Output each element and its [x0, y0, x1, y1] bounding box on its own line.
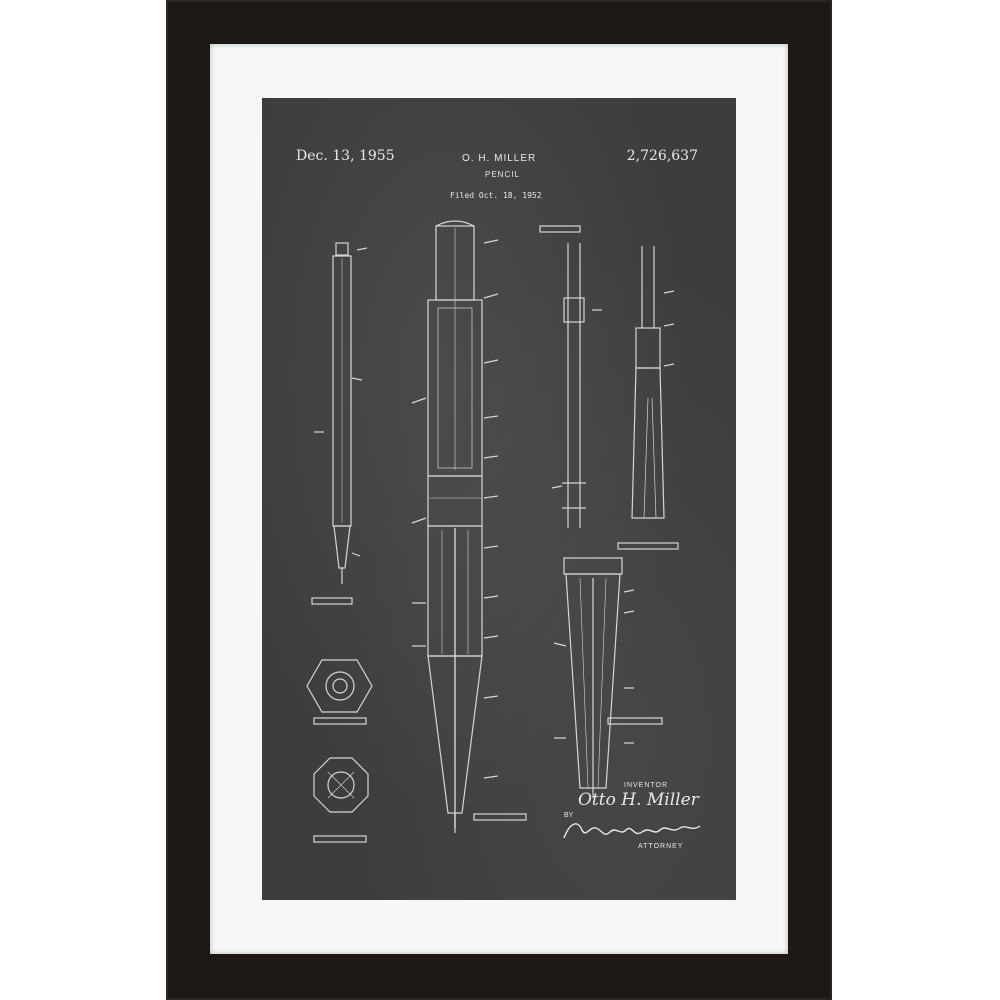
- figure-5-hex-cap: [306, 659, 373, 725]
- figure-2-section: [411, 220, 527, 833]
- chalkboard-patent-print: Dec. 13, 1955 O. H. MILLER PENCIL Filed …: [262, 98, 736, 900]
- inventor-label: INVENTOR: [624, 782, 669, 789]
- figure-7-cone: [553, 557, 663, 798]
- figure-6-section: [313, 757, 369, 843]
- by-label: BY: [564, 812, 574, 819]
- figure-1-pencil: [311, 242, 368, 605]
- inventor-name: Otto H. Miller: [578, 790, 699, 810]
- attorney-label: ATTORNEY: [638, 843, 684, 850]
- patent-title: PENCIL: [485, 170, 520, 179]
- pencil-patent-drawing: [306, 220, 679, 843]
- figure-4-clutch: [617, 246, 679, 550]
- attorney-signature: [563, 823, 701, 839]
- patent-inventor-header: O. H. MILLER: [462, 153, 537, 164]
- patent-date: Dec. 13, 1955: [296, 148, 395, 164]
- patent-number: 2,726,637: [626, 148, 698, 164]
- patent-filed-date: Filed Oct. 18, 1952: [450, 191, 542, 200]
- figure-3-rod: [539, 225, 602, 528]
